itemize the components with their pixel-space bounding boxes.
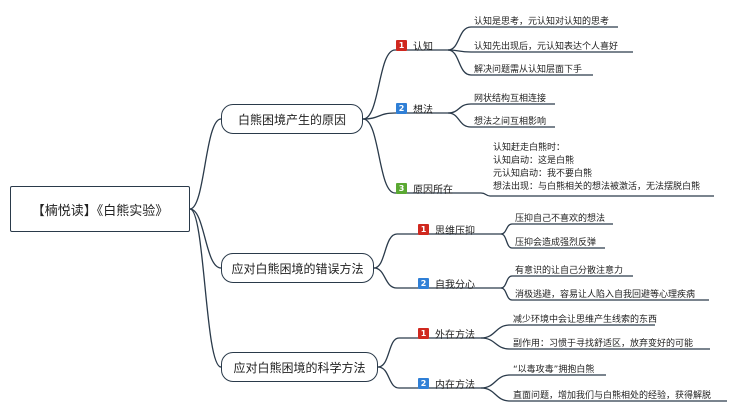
subtopic-label: 自我分心 [435,280,475,291]
subtopic-label: 认知 [413,42,433,53]
leaf-line: 认知赶走白熊时： [493,143,566,153]
branch-scientific-methods[interactable]: 应对白熊困境的科学方法 [221,352,378,382]
subtopic-external[interactable]: 1 外在方法 [418,326,475,341]
branch-label: 应对白熊困境的错误方法 [231,261,364,276]
subtopic-internal[interactable]: 2 内在方法 [418,376,475,391]
leaf-item[interactable]: 认知先出现后，元认知表达个人喜好 [474,42,619,52]
subtopic-label: 外在方法 [435,330,475,341]
priority-badge: 1 [396,40,407,51]
leaf-item[interactable]: “以毒攻毒”拥抱白熊 [513,365,595,375]
priority-badge: 1 [418,328,429,339]
branch-label: 白熊困境产生的原因 [237,112,346,127]
priority-badge: 2 [418,378,429,389]
subtopic-label: 想法 [413,105,433,116]
leaf-item[interactable]: 减少环境中会让思维产生线索的东西 [513,315,658,325]
subtopic-cognition[interactable]: 1 认知 [396,38,433,53]
branch-causes[interactable]: 白熊困境产生的原因 [221,104,363,134]
subtopic-label: 思维压抑 [435,226,475,237]
leaf-item[interactable]: 解决问题需从认知层面下手 [474,65,583,75]
leaf-item[interactable]: 消极逃避，容易让人陷入自我回避等心理疾病 [515,290,696,300]
leaf-line: 元认知启动：我不要白熊 [493,169,593,179]
leaf-item[interactable]: 网状结构互相连接 [474,94,547,104]
subtopic-thoughts[interactable]: 2 想法 [396,101,433,116]
leaf-item[interactable]: 有意识的让自己分散注意力 [515,266,624,276]
priority-badge: 1 [418,224,429,235]
priority-badge: 2 [396,103,407,114]
leaf-item[interactable]: 压抑自己不喜欢的想法 [515,214,606,224]
subtopic-label: 内在方法 [435,380,475,391]
subtopic-suppression[interactable]: 1 思维压抑 [418,222,475,237]
branch-label: 应对白熊困境的科学方法 [233,360,366,375]
leaf-line: 认知启动：这是白熊 [493,156,575,166]
subtopic-label: 原因所在 [413,185,453,196]
subtopic-reason[interactable]: 3 原因所在 [396,181,453,196]
subtopic-distraction[interactable]: 2 自我分心 [418,276,475,291]
leaf-block-reason[interactable]: 认知赶走白熊时： 认知启动：这是白熊 元认知启动：我不要白熊 想法出现：与白熊相… [493,142,700,194]
leaf-item[interactable]: 想法之间互相影响 [474,117,547,127]
priority-badge: 3 [396,183,407,194]
leaf-item[interactable]: 压抑会造成强烈反弹 [515,238,597,248]
leaf-item[interactable]: 副作用：习惯于寻找舒适区，放弃变好的可能 [513,339,694,349]
branch-wrong-methods[interactable]: 应对白熊困境的错误方法 [221,253,374,283]
root-title: 【楠悦读】《白熊实验》 [31,203,169,219]
priority-badge: 2 [418,278,429,289]
leaf-item[interactable]: 认知是思考，元认知对认知的思考 [474,17,610,27]
leaf-item[interactable]: 直面问题，增加我们与白熊相处的经验，获得解脱 [513,391,712,401]
leaf-line: 想法出现：与白熊相关的想法被激活，无法摆脱白熊 [493,182,701,192]
root-node[interactable]: 【楠悦读】《白熊实验》 [10,186,190,232]
